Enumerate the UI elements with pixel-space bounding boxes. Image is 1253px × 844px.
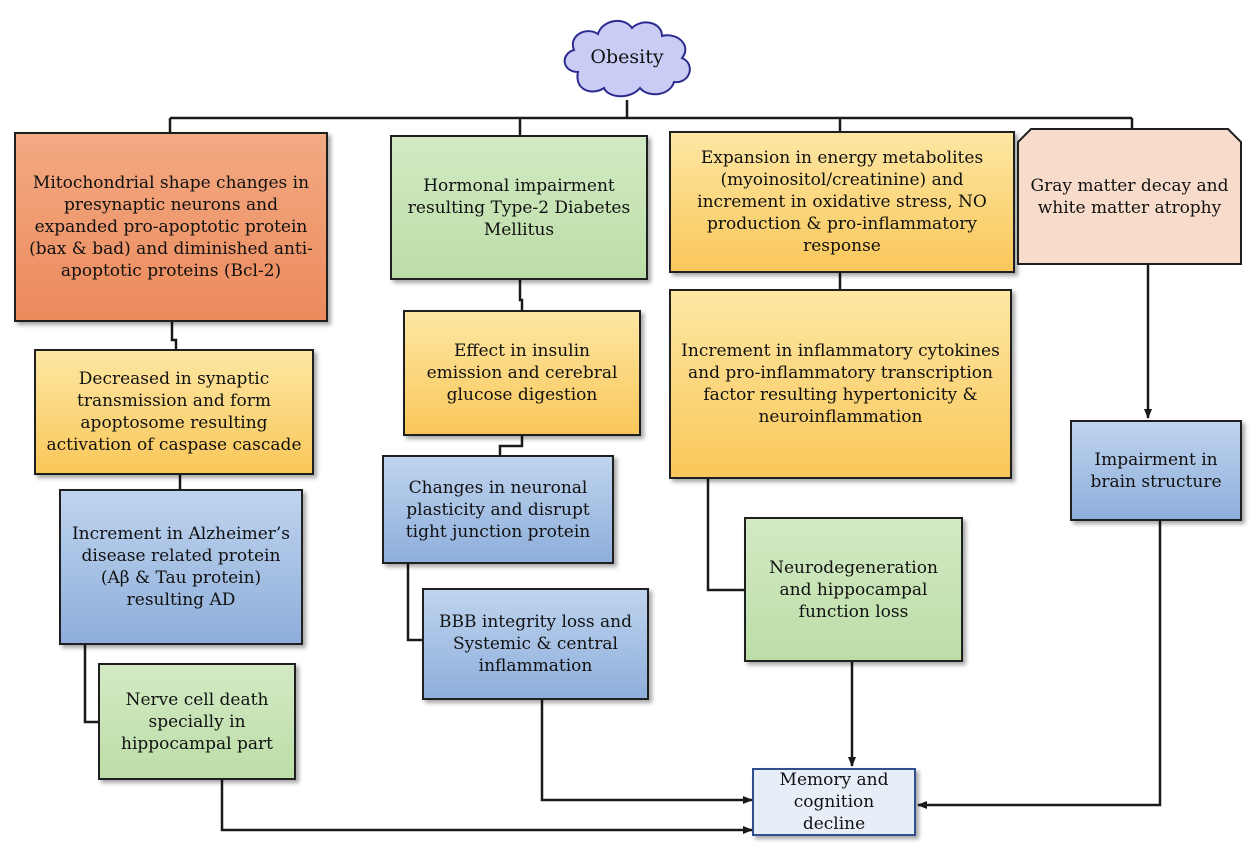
connector-plasticity-to-bbb	[406, 564, 422, 642]
connector-alz-to-nerve	[83, 645, 98, 724]
box-brain-structure-text: Impairment in brain structure	[1090, 449, 1222, 492]
box-hormonal-impairment-text: Hormonal impairment resulting Type-2 Dia…	[407, 175, 631, 240]
box-neuronal-plasticity-text: Changes in neuronal plasticity and disru…	[405, 477, 591, 542]
box-memory-cognition-decline: Memory and cognition decline	[752, 768, 916, 836]
snipped-corner-shape	[1017, 128, 1242, 265]
box-synaptic-transmission: Decreased in synaptic transmission and f…	[34, 349, 314, 475]
box-energy-metabolites-text: Expansion in energy metabolites (myoinos…	[697, 148, 987, 256]
connector-mito-to-synaptic	[170, 322, 178, 349]
cloud-shape	[563, 19, 691, 98]
box-inflammatory-cytokines: Increment in inflammatory cytokines and …	[669, 289, 1012, 479]
connector-nerve-to-memory	[220, 780, 753, 834]
box-hormonal-impairment: Hormonal impairment resulting Type-2 Dia…	[390, 135, 648, 280]
box-nerve-cell-death-text: Nerve cell death specially in hippocampa…	[121, 689, 273, 754]
box-alzheimers-protein-text: Increment in Alzheimer’s disease related…	[71, 524, 291, 610]
box-mitochondrial-changes: Mitochondrial shape changes in presynapt…	[14, 132, 328, 322]
box-insulin-emission-text: Effect in insulin emission and cerebral …	[426, 341, 618, 405]
box-bbb-integrity-text: BBB integrity loss and Systemic & centra…	[439, 612, 632, 676]
box-gray-matter-decay: Gray matter decay and white matter atrop…	[1017, 128, 1242, 265]
box-inflammatory-cytokines-text: Increment in inflammatory cytokines and …	[681, 341, 1000, 427]
box-insulin-emission: Effect in insulin emission and cerebral …	[403, 310, 641, 436]
box-neurodegeneration: Neurodegeneration and hippocampal functi…	[744, 517, 963, 662]
box-neuronal-plasticity: Changes in neuronal plasticity and disru…	[382, 455, 614, 564]
box-synaptic-transmission-text: Decreased in synaptic transmission and f…	[46, 369, 302, 455]
box-gray-matter-decay-text: Gray matter decay and white matter atrop…	[1030, 175, 1229, 218]
connector-cytokines-to-neuro	[706, 479, 744, 592]
connector-insulin-to-plasticity	[498, 436, 524, 455]
box-neurodegeneration-text: Neurodegeneration and hippocampal functi…	[769, 557, 938, 622]
box-bbb-integrity: BBB integrity loss and Systemic & centra…	[422, 588, 649, 700]
connector-hormonal-to-insulin	[518, 280, 524, 310]
obesity-cloud: Obesity	[556, 14, 698, 100]
obesity-label: Obesity	[590, 46, 664, 68]
box-mitochondrial-changes-text: Mitochondrial shape changes in presynapt…	[29, 173, 313, 281]
box-memory-cognition-decline-text: Memory and cognition decline	[779, 770, 889, 834]
connector-bbb-to-memory	[540, 700, 753, 804]
box-brain-structure: Impairment in brain structure	[1070, 420, 1242, 521]
box-nerve-cell-death: Nerve cell death specially in hippocampa…	[98, 663, 296, 780]
box-energy-metabolites: Expansion in energy metabolites (myoinos…	[669, 131, 1015, 273]
box-alzheimers-protein: Increment in Alzheimer’s disease related…	[59, 489, 303, 645]
